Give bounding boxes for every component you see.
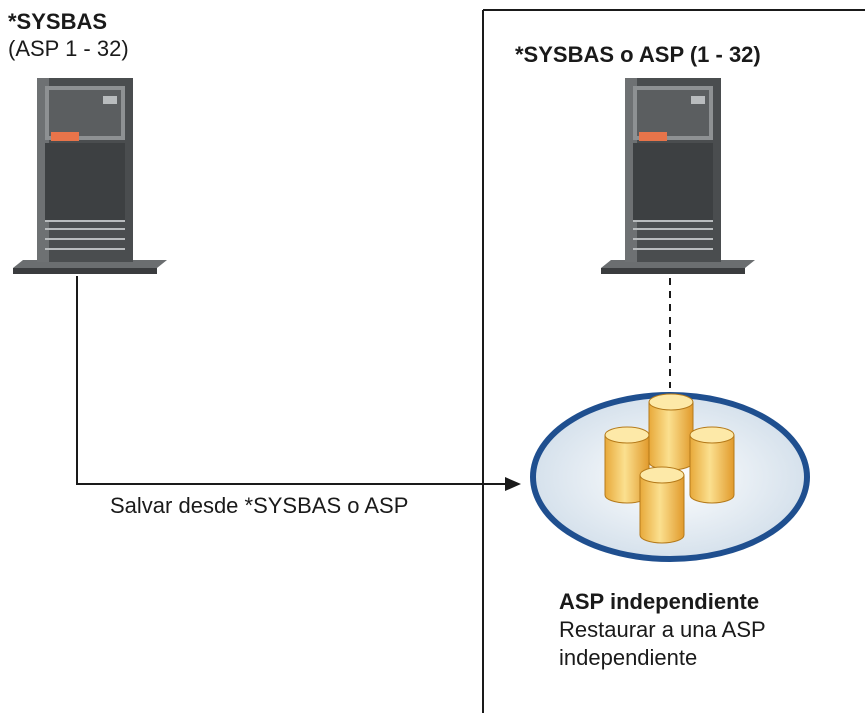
connection-label: Salvar desde *SYSBAS o ASP [110,493,409,518]
left-server-subtitle: (ASP 1 - 32) [8,36,129,61]
asp-description-line2: independiente [559,645,698,670]
disk-pool-icon [530,392,810,562]
server-icon [601,78,755,274]
server-icon [13,78,167,274]
arrow-head [505,477,521,491]
asp-title: ASP independiente [559,589,760,614]
connection-line [76,276,505,485]
asp-description-line1: Restaurar a una ASP [559,617,766,642]
left-server-title: *SYSBAS [8,9,108,34]
right-server-title: *SYSBAS o ASP (1 - 32) [515,42,761,67]
